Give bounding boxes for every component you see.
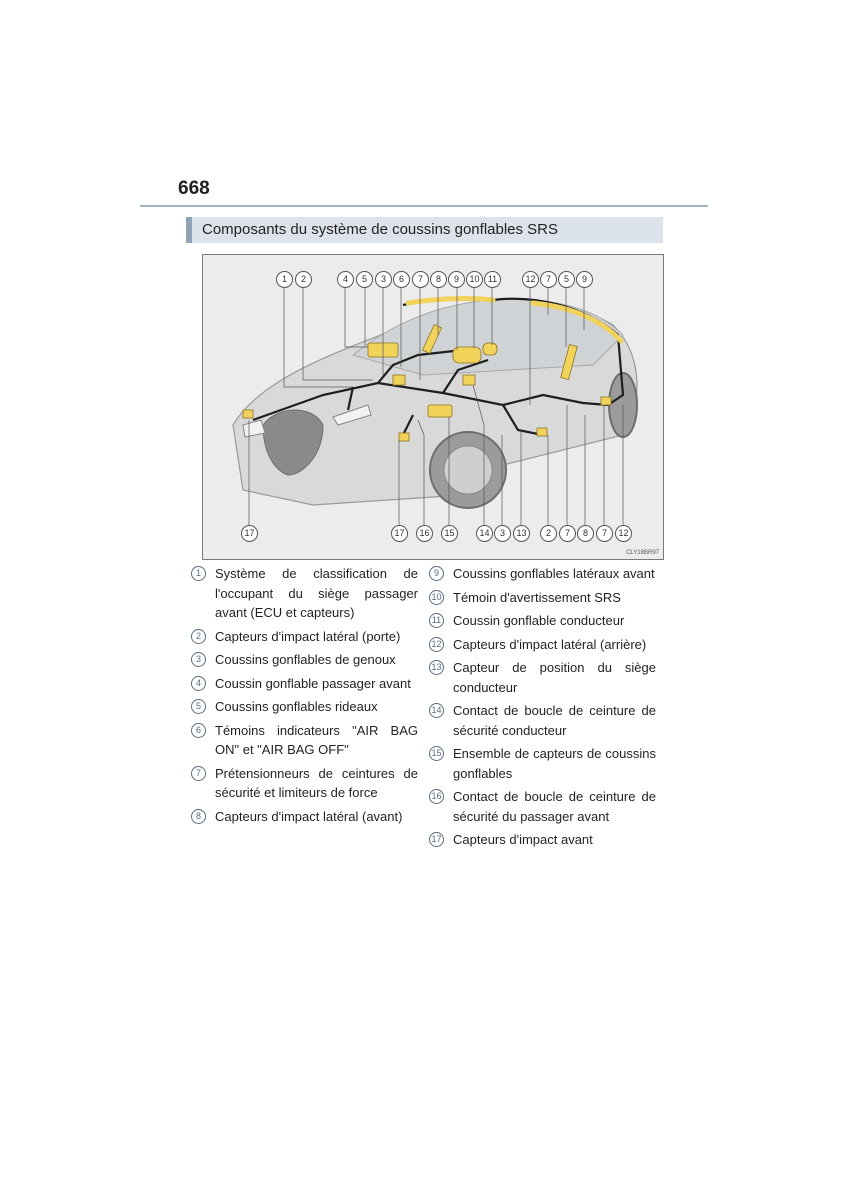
callout-7c: 7: [559, 525, 576, 542]
legend-number: 14: [429, 703, 444, 718]
callout-9b: 9: [576, 271, 593, 288]
legend-number: 16: [429, 789, 444, 804]
legend-text: Capteurs d'impact latéral (avant): [215, 808, 403, 824]
legend-number: 8: [191, 808, 206, 824]
legend-item: 5 Coussins gonflables rideaux: [191, 697, 418, 717]
callout-13: 13: [513, 525, 530, 542]
callout-8b: 8: [577, 525, 594, 542]
legend-text: Contact de boucle de ceinture de sécurit…: [453, 703, 656, 738]
legend-number: 11: [429, 613, 444, 628]
legend-text: Témoin d'avertissement SRS: [453, 589, 621, 605]
legend-item: 1 Système de classification de l'occupan…: [191, 564, 418, 623]
legend-item: 10 Témoin d'avertissement SRS: [429, 588, 656, 608]
legend-item: 6 Témoins indicateurs "AIR BAG ON" et "A…: [191, 721, 418, 760]
legend-number: 9: [429, 566, 444, 581]
callout-4: 4: [337, 271, 354, 288]
legend-text: Coussins gonflables latéraux avant: [453, 566, 655, 581]
callout-2b: 2: [540, 525, 557, 542]
car-illustration: [232, 287, 638, 525]
callout-6: 6: [393, 271, 410, 288]
legend-text: Capteur de position du siège conducteur: [453, 660, 656, 695]
legend-text: Coussins gonflables de genoux: [215, 652, 396, 667]
legend-left: 1 Système de classification de l'occupan…: [191, 564, 418, 830]
legend-item: 11 Coussin gonflable conducteur: [429, 611, 656, 631]
callout-8: 8: [430, 271, 447, 288]
legend-item: 7 Prétensionneurs de ceintures de sécuri…: [191, 764, 418, 803]
airbag-diagram: 1 2 4 5 3 6 7 8 9 10 11 12 7 5 9 17 17 1…: [202, 254, 664, 560]
legend-item: 12 Capteurs d'impact latéral (arrière): [429, 635, 656, 655]
legend-text: Témoins indicateurs "AIR BAG ON" et "AIR…: [215, 722, 418, 758]
legend-number: 15: [429, 746, 444, 761]
legend-text: Coussin gonflable conducteur: [453, 613, 625, 628]
callout-16: 16: [416, 525, 433, 542]
legend-item: 14 Contact de boucle de ceinture de sécu…: [429, 701, 656, 740]
legend-item: 3 Coussins gonflables de genoux: [191, 650, 418, 670]
legend-item: 16 Contact de boucle de ceinture de sécu…: [429, 787, 656, 826]
legend-number: 12: [429, 636, 444, 652]
callout-9: 9: [448, 271, 465, 288]
legend-text: Système de classification de l'occupant …: [215, 566, 418, 620]
legend-number: 2: [191, 628, 206, 644]
legend-number: 17: [429, 832, 444, 847]
legend-item: 9 Coussins gonflables latéraux avant: [429, 564, 656, 584]
legend-number: 3: [191, 652, 206, 667]
legend-number: 5: [191, 699, 206, 714]
legend-text: Coussin gonflable passager avant: [215, 675, 411, 691]
legend-text: Capteurs d'impact avant: [453, 832, 593, 847]
legend-text: Capteurs d'impact latéral (porte): [215, 628, 401, 644]
legend-item: 13 Capteur de position du siège conducte…: [429, 658, 656, 697]
callout-7b: 7: [540, 271, 557, 288]
legend-item: 8 Capteurs d'impact latéral (avant): [191, 807, 418, 827]
section-header: Composants du système de coussins gonfla…: [186, 217, 663, 243]
legend-right: 9 Coussins gonflables latéraux avant 10 …: [429, 564, 656, 854]
legend-item: 17 Capteurs d'impact avant: [429, 830, 656, 850]
legend-number: 7: [191, 765, 206, 781]
callout-3b: 3: [494, 525, 511, 542]
callout-12: 12: [522, 271, 539, 288]
callout-15: 15: [441, 525, 458, 542]
header-rule: [140, 205, 708, 207]
callout-5b: 5: [558, 271, 575, 288]
legend-text: Ensemble de capteurs de coussins gonflab…: [453, 746, 656, 781]
legend-item: 2 Capteurs d'impact latéral (porte): [191, 627, 418, 647]
callout-14: 14: [476, 525, 493, 542]
callout-17: 17: [241, 525, 258, 542]
legend-number: 6: [191, 722, 206, 738]
callout-3: 3: [375, 271, 392, 288]
legend-number: 4: [191, 675, 206, 691]
legend-number: 13: [429, 660, 444, 675]
legend-number: 10: [429, 589, 444, 605]
callout-7d: 7: [596, 525, 613, 542]
page-number: 668: [178, 178, 210, 199]
legend-text: Capteurs d'impact latéral (arrière): [453, 636, 647, 652]
legend-item: 15 Ensemble de capteurs de coussins gonf…: [429, 744, 656, 783]
callout-10: 10: [466, 271, 483, 288]
callout-12b: 12: [615, 525, 632, 542]
legend-number: 1: [191, 566, 206, 581]
callout-2: 2: [295, 271, 312, 288]
callout-5: 5: [356, 271, 373, 288]
legend-item: 4 Coussin gonflable passager avant: [191, 674, 418, 694]
legend-text: Prétensionneurs de ceintures de sécurité…: [215, 765, 418, 801]
callout-1: 1: [276, 271, 293, 288]
callout-7: 7: [412, 271, 429, 288]
figure-code: CLY18BR97: [626, 550, 659, 556]
legend-text: Coussins gonflables rideaux: [215, 699, 378, 714]
callout-11: 11: [484, 271, 501, 288]
callout-17b: 17: [391, 525, 408, 542]
legend-text: Contact de boucle de ceinture de sécurit…: [453, 789, 656, 824]
section-title: Composants du système de coussins gonfla…: [202, 221, 559, 238]
